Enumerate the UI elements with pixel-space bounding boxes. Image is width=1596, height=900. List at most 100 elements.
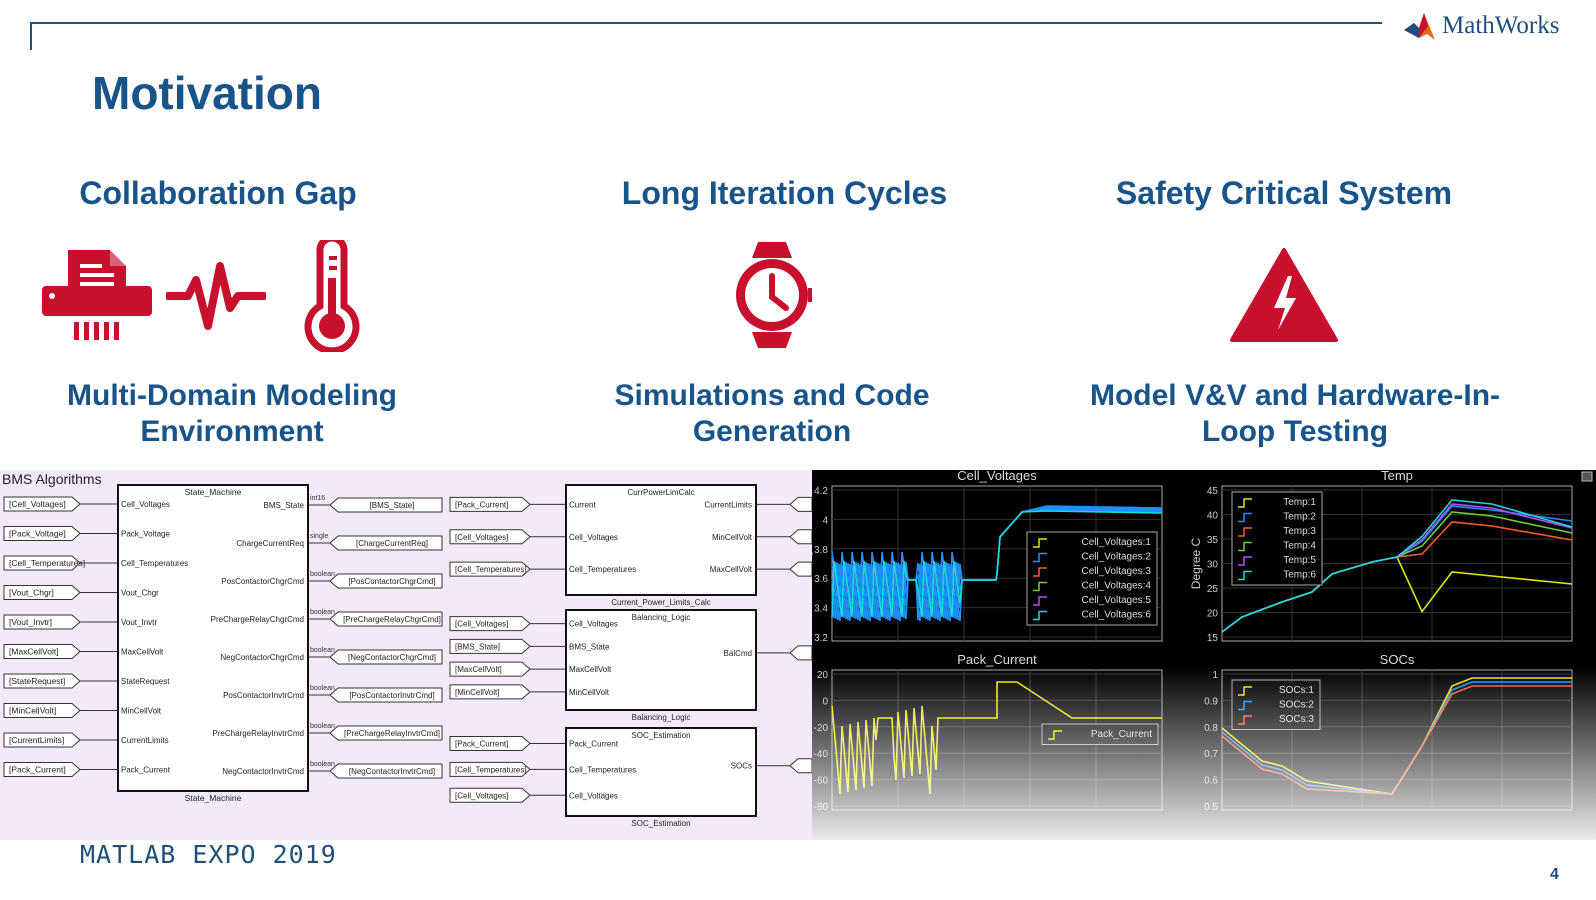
slide-title: Motivation	[92, 67, 322, 119]
voltage-trace	[831, 510, 1163, 618]
from-tag-label: [Cell_Temperatures]	[9, 558, 85, 568]
from-tag-label: [MinCellVolt]	[9, 706, 56, 716]
subsystem-block[interactable]	[565, 609, 757, 711]
from-tag-label: [Vout_Invtr]	[9, 617, 52, 627]
block-input-port: Cell_Temperatures	[569, 765, 636, 774]
page-number: 4	[1550, 866, 1559, 883]
signal-type: boolean	[310, 609, 335, 616]
legend-swatch	[1033, 567, 1047, 577]
subsystem-caption: SOC_Estimation	[631, 819, 690, 828]
document-shredder-icon	[42, 250, 152, 340]
block-output-port: PosContactorChgrCmd	[221, 577, 304, 586]
legend-swatch	[1238, 498, 1252, 508]
from-tag[interactable]	[3, 585, 81, 600]
bms-algorithms-diagram: BMS Algorithms[Cell_Voltages][Pack_Volta…	[2, 471, 812, 828]
from-tag[interactable]	[3, 496, 81, 512]
subsystem-block[interactable]	[565, 484, 757, 596]
from-tag[interactable]	[3, 614, 81, 630]
goto-tag[interactable]	[789, 529, 812, 545]
block-output-port: BalCmd	[724, 649, 752, 658]
from-tag[interactable]	[449, 661, 531, 677]
from-tag-label: [Pack_Current]	[455, 740, 508, 749]
from-tag[interactable]	[3, 644, 81, 659]
subheading-line: Generation	[692, 415, 852, 448]
heading-safety-critical: Safety Critical System	[1115, 175, 1453, 211]
subsystem-title: Balancing_Logic	[632, 613, 691, 622]
from-tag[interactable]	[3, 762, 81, 777]
block-input-port: MaxCellVolt	[569, 665, 612, 674]
block-input-port: CurrentLimits	[121, 736, 169, 745]
block-input-port: Cell_Voltages	[569, 791, 618, 800]
legend-swatch	[1033, 538, 1047, 548]
goto-tag[interactable]	[329, 497, 443, 513]
block-input-port: Pack_Voltage	[121, 530, 170, 539]
block-output-port: CurrentLimits	[704, 500, 752, 509]
block-output-port: NegContactorInvtrCmd	[222, 767, 304, 776]
subsystem-caption: Current_Power_Limits_Calc	[611, 598, 711, 607]
goto-tag[interactable]	[329, 535, 443, 551]
y-tick-label: 3.8	[814, 545, 828, 556]
legend-swatch	[1033, 552, 1047, 563]
subheading-line: Environment	[140, 415, 324, 448]
block-output-port: PreChargeRelayInvtrCmd	[212, 729, 304, 738]
from-tag[interactable]	[449, 761, 531, 777]
subheading-simulations: Simulations and Code Generation	[592, 378, 952, 450]
goto-tag[interactable]	[329, 687, 443, 703]
from-tag[interactable]	[449, 684, 531, 700]
block-input-port: Pack_Current	[121, 766, 171, 775]
goto-tag[interactable]	[329, 763, 443, 779]
legend-entry: Cell_Voltages:5	[1082, 595, 1152, 606]
from-tag[interactable]	[449, 496, 531, 512]
y-tick-label: 20	[1207, 609, 1219, 620]
from-tag[interactable]	[3, 673, 81, 689]
from-tag[interactable]	[449, 529, 531, 545]
mathworks-logo-text: MathWorks	[1442, 12, 1560, 39]
scope-title: Temp	[1381, 470, 1413, 483]
scope-plots: Cell_Voltages4.243.83.63.43.2VoltageTemp…	[812, 470, 1596, 840]
signal-type: boolean	[310, 647, 335, 654]
y-tick-label: 30	[1207, 560, 1219, 571]
from-tag-label: [Cell_Voltages]	[455, 791, 508, 800]
block-output-port: SOCs	[731, 762, 752, 771]
from-tag-label: [Cell_Temperatures]	[455, 765, 527, 774]
subheading-line: Multi-Domain Modeling	[67, 379, 397, 412]
scope-menu-icon[interactable]	[1581, 471, 1593, 482]
legend-swatch	[1238, 541, 1252, 552]
goto-tag[interactable]	[789, 496, 812, 512]
legend-swatch	[1238, 556, 1252, 566]
goto-tag[interactable]	[789, 561, 812, 577]
legend-entry: Temp:2	[1283, 512, 1316, 523]
legend-entry: Cell_Voltages:1	[1082, 537, 1152, 548]
state-machine-block[interactable]	[117, 484, 309, 792]
goto-tag[interactable]	[789, 758, 812, 774]
block-input-port: Current	[569, 500, 596, 509]
block-output-port: PreChargeRelayChgrCmd	[211, 615, 304, 624]
from-tag-label: [CurrentLimits]	[9, 735, 64, 745]
goto-tag[interactable]	[329, 725, 443, 741]
from-tag[interactable]	[449, 616, 531, 632]
goto-tag[interactable]	[329, 611, 443, 627]
heading-collaboration-gap: Collaboration Gap	[79, 175, 357, 211]
from-tag[interactable]	[3, 732, 81, 748]
goto-tag[interactable]	[789, 645, 812, 661]
goto-tag-label: [PreChargeRelayInvtrCmd]	[344, 729, 440, 738]
block-input-port: Cell_Voltages	[569, 533, 618, 542]
y-axis-label: Degree C	[1189, 537, 1203, 589]
block-input-port: Vout_Invtr	[121, 618, 157, 627]
signal-type: int16	[310, 495, 325, 502]
from-tag[interactable]	[3, 703, 81, 718]
subsystem-block[interactable]	[565, 727, 757, 817]
header-rule-corner	[30, 22, 32, 50]
from-tag[interactable]	[449, 638, 531, 654]
block-input-port: MinCellVolt	[121, 707, 162, 716]
from-tag[interactable]	[3, 526, 81, 541]
membrane-logo-icon	[1404, 13, 1435, 40]
block-input-port: Cell_Voltages	[569, 620, 618, 629]
from-tag[interactable]	[449, 736, 531, 752]
goto-tag[interactable]	[329, 649, 443, 665]
from-tag[interactable]	[3, 555, 81, 571]
from-tag[interactable]	[449, 561, 531, 577]
from-tag-label: [Pack_Voltage]	[9, 529, 66, 539]
from-tag[interactable]	[449, 787, 531, 803]
goto-tag[interactable]	[329, 573, 443, 589]
